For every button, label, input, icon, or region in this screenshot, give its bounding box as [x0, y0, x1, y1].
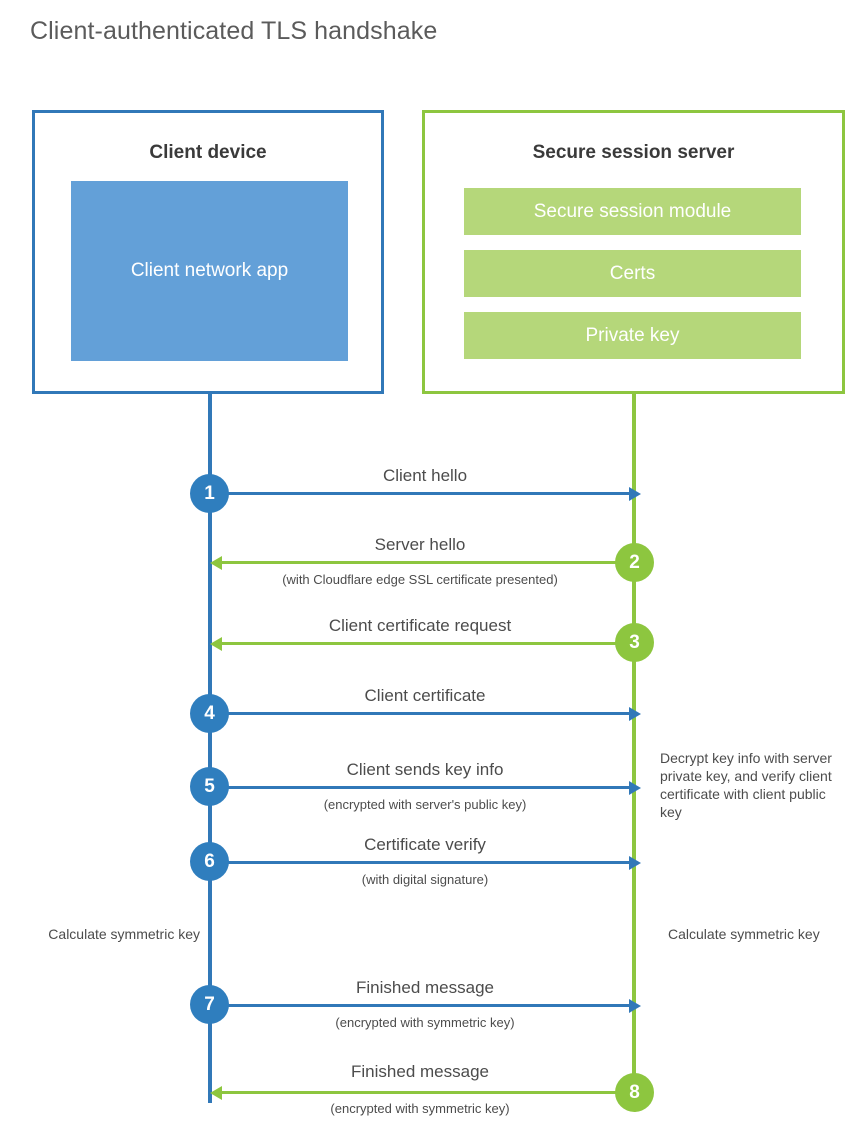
- step-circle-3: 3: [615, 623, 654, 662]
- arrow-head-right-icon: [629, 855, 641, 870]
- server-component-certs: Certs: [464, 250, 801, 297]
- message-arrow-1: [210, 486, 641, 501]
- message-sublabel-8: (encrypted with symmetric key): [330, 1101, 510, 1116]
- server-lifeline: [632, 391, 636, 1093]
- message-sublabel-2: (with Cloudflare edge SSL certificate pr…: [282, 572, 558, 587]
- message-sublabel-7: (encrypted with symmetric key): [335, 1015, 515, 1030]
- client-lifeline: [208, 391, 212, 1103]
- message-label-3: Client certificate request: [328, 616, 512, 635]
- secure-session-server-box: Secure session server Secure session mod…: [422, 110, 845, 394]
- client-device-title: Client device: [149, 142, 267, 163]
- arrow-head-left-icon: [210, 1085, 222, 1100]
- arrow-head-left-icon: [210, 636, 222, 651]
- message-label-6: Certificate verify: [364, 835, 486, 854]
- server-component-secure-session-module: Secure session module: [464, 188, 801, 235]
- arrow-head-right-icon: [629, 780, 641, 795]
- message-label-2: Server hello: [374, 535, 466, 554]
- message-arrow-8: [210, 1085, 634, 1100]
- note-calculate-symmetric-key-server: Calculate symmetric key: [668, 926, 820, 942]
- note-decrypt-key-info: Decrypt key info with server private key…: [660, 750, 832, 820]
- message-arrow-5: [210, 780, 641, 795]
- server-component-private-key: Private key: [464, 312, 801, 359]
- server-component-label: Certs: [609, 262, 656, 284]
- message-label-1: Client hello: [382, 466, 468, 485]
- step-circle-1: 1: [190, 474, 229, 513]
- message-arrow-3: [210, 636, 634, 651]
- message-arrow-2: [210, 555, 634, 570]
- message-sublabel-5: (encrypted with server's public key): [323, 797, 527, 812]
- arrow-head-right-icon: [629, 998, 641, 1013]
- secure-session-server-title: Secure session server: [532, 142, 735, 163]
- message-sublabel-6: (with digital signature): [361, 872, 489, 887]
- step-circle-7: 7: [190, 985, 229, 1024]
- arrow-head-right-icon: [629, 486, 641, 501]
- step-circle-2: 2: [615, 543, 654, 582]
- message-arrow-7: [210, 998, 641, 1013]
- server-component-label: Secure session module: [533, 200, 732, 222]
- client-network-app-block: Client network app: [71, 181, 348, 361]
- page-title: Client-authenticated TLS handshake: [30, 17, 438, 45]
- step-circle-6: 6: [190, 842, 229, 881]
- message-label-5: Client sends key info: [346, 760, 504, 779]
- step-circle-8: 8: [615, 1073, 654, 1112]
- step-circle-5: 5: [190, 767, 229, 806]
- client-device-box: Client device Client network app: [32, 110, 384, 394]
- message-arrow-6: [210, 855, 641, 870]
- arrow-head-right-icon: [629, 706, 641, 721]
- message-label-8: Finished message: [351, 1062, 489, 1081]
- message-label-7: Finished message: [356, 978, 494, 997]
- message-arrow-4: [210, 706, 641, 721]
- client-network-app-label: Client network app: [130, 260, 289, 281]
- step-circle-4: 4: [190, 694, 229, 733]
- server-component-label: Private key: [585, 324, 680, 346]
- note-calculate-symmetric-key-client: Calculate symmetric key: [48, 926, 200, 942]
- message-label-4: Client certificate: [364, 686, 486, 705]
- arrow-head-left-icon: [210, 555, 222, 570]
